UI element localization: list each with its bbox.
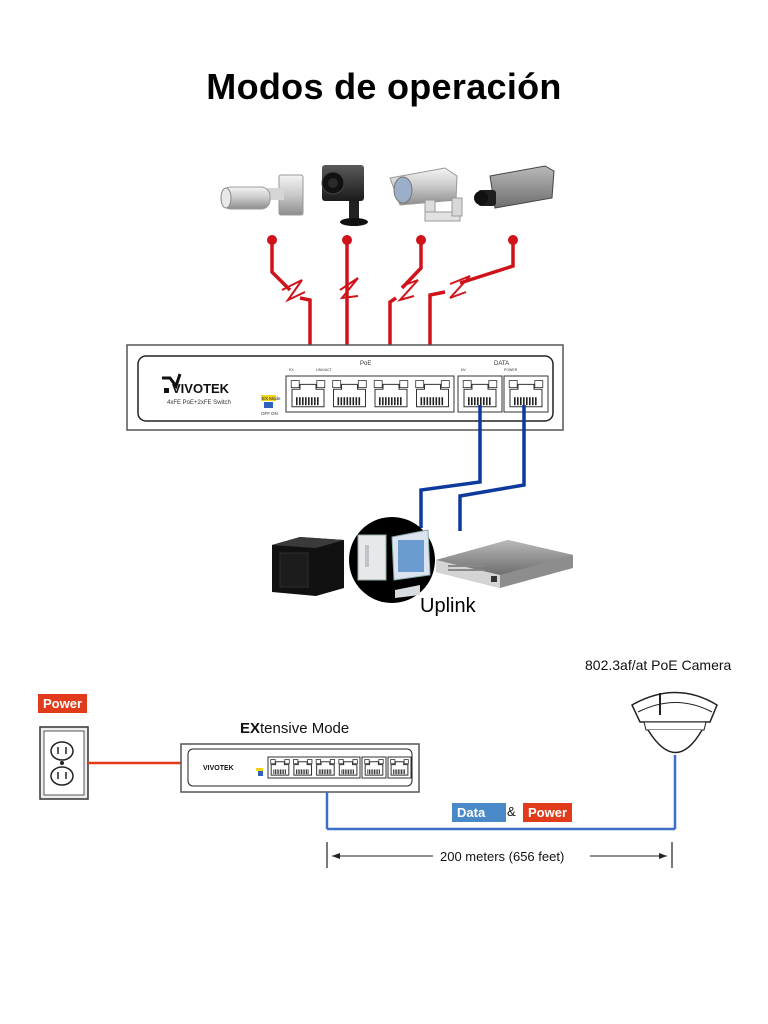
small-poe-port-1[interactable]: [270, 759, 290, 776]
port-label: POWER: [504, 368, 518, 372]
extensive-mode-label: EXtensive Mode: [240, 720, 349, 737]
switch-model: 4xFE PoE+2xFE Switch: [167, 400, 231, 406]
ex-mode-off-label: OFF: [261, 411, 270, 416]
poe-port-1[interactable]: [290, 380, 326, 408]
small-poe-port-2[interactable]: [293, 759, 313, 776]
data-badge: Data: [452, 803, 506, 822]
small-data-port-2[interactable]: [390, 759, 409, 776]
power-badge: Power: [38, 694, 88, 713]
wall-outlet-icon: [39, 726, 89, 800]
uplink-label: Uplink: [420, 595, 476, 617]
poe-group-label: PoE: [360, 361, 371, 367]
data-cable-1: [419, 405, 482, 528]
poe-port-3[interactable]: [373, 380, 409, 408]
extensive-mode-bold: EX: [240, 720, 261, 737]
switch-brand-small: VIVOTEK: [203, 765, 234, 772]
computer-workstation-icon: [349, 517, 435, 603]
power-badge-2: Power: [523, 803, 573, 822]
extensive-mode-rest: tensive Mode: [260, 720, 350, 737]
small-poe-port-4[interactable]: [338, 759, 358, 776]
bullet-camera-icon: [220, 174, 304, 216]
page-title: Modos de operación: [206, 66, 562, 107]
poe-port-4[interactable]: [415, 380, 450, 408]
data-cable-2: [458, 405, 526, 531]
switch-brand: VIVOTEK: [172, 381, 230, 396]
port-label: EX: [289, 368, 294, 372]
ex-mode-label: EX Mode: [262, 396, 281, 401]
data-group-label: DATA: [494, 361, 509, 367]
distance-label: 200 meters (656 feet): [440, 849, 565, 864]
port-label: NV: [461, 368, 467, 372]
box-camera-on-stand-icon: [321, 165, 368, 226]
small-poe-port-3[interactable]: [315, 759, 336, 776]
small-data-port-1[interactable]: [364, 759, 384, 776]
data-port-2[interactable]: [508, 380, 544, 408]
dome-camera-icon: [631, 691, 718, 754]
poe-port-2[interactable]: [332, 380, 367, 408]
port-label: LINK/ACT: [316, 368, 333, 372]
ampersand: &: [507, 804, 516, 819]
switch-extensive-mode: VIVOTEK: [180, 743, 420, 793]
network-switch-rack-icon: [436, 540, 573, 588]
camera-label: 802.3af/at PoE Camera: [585, 657, 732, 673]
nvr-icon: [272, 537, 344, 596]
poe-switch: VIVOTEK 4xFE PoE+2xFE Switch EX Mode OFF…: [126, 344, 564, 431]
ex-mode-on-label: ON: [271, 411, 278, 416]
data-port-1[interactable]: [462, 380, 498, 408]
outdoor-bullet-camera-icon: [389, 167, 463, 222]
vivotek-logo-icon: [162, 373, 182, 390]
ex-mode-switch[interactable]: [264, 402, 273, 408]
box-camera-icon: [474, 165, 555, 209]
